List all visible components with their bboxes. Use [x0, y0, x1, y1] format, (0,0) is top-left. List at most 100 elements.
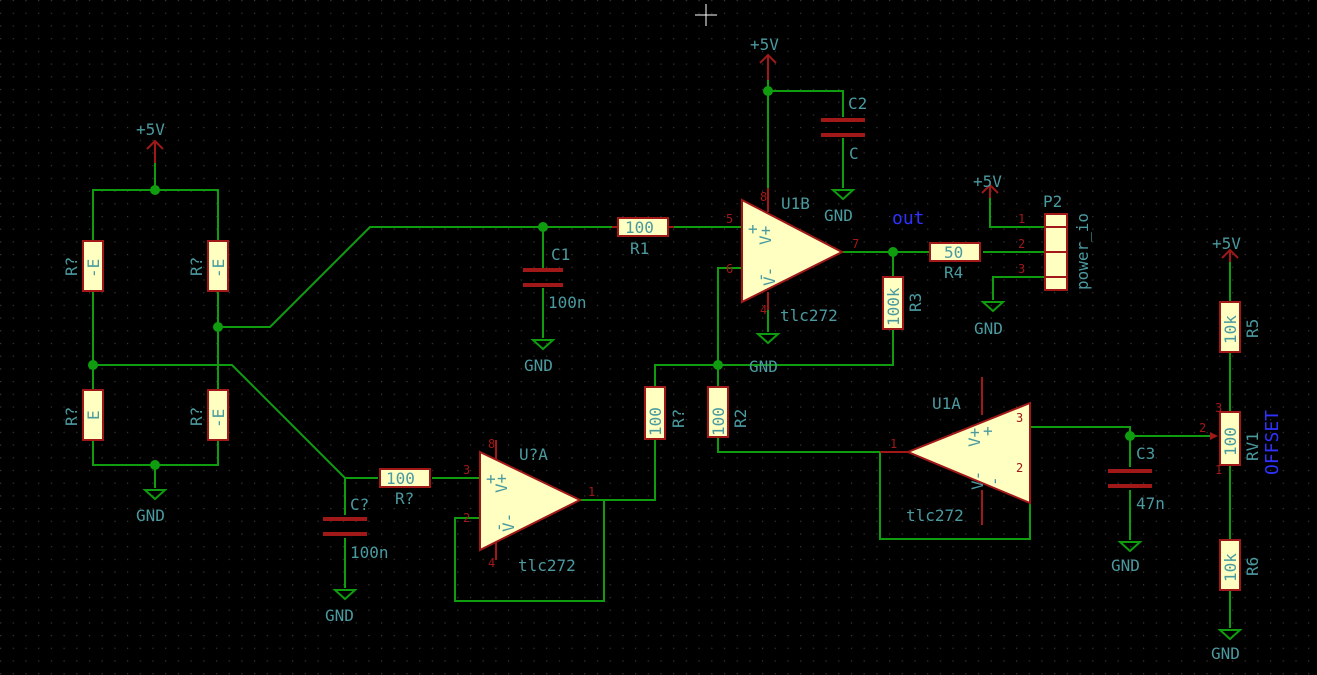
svg-text:+5V: +5V [973, 172, 1002, 191]
svg-text:C2: C2 [848, 94, 867, 113]
svg-text:GND: GND [325, 606, 354, 625]
svg-text:GND: GND [524, 356, 553, 375]
bridge-resistor-bottom-left[interactable]: E R? [62, 389, 104, 441]
resistor-rq-mid[interactable]: 100 R? [379, 468, 431, 508]
gnd-symbol-u1b: GND [749, 333, 781, 376]
svg-text:C1: C1 [551, 245, 570, 264]
bridge-resistor-bottom-right[interactable]: -E R? [187, 389, 229, 441]
bridge-resistor-top-left[interactable]: -E R? [62, 240, 104, 292]
svg-text:RV1: RV1 [1243, 432, 1262, 461]
opamp-u1b[interactable]: 5 6 7 8 4 + - V+ V- U1B tlc272 [726, 188, 859, 325]
gnd-symbol-bridge: GND [136, 489, 168, 525]
svg-text:R1: R1 [630, 239, 649, 258]
svg-text:+5V: +5V [750, 35, 779, 54]
svg-text:3: 3 [463, 463, 470, 477]
capacitor-c3[interactable]: C3 47n [1108, 444, 1165, 513]
svg-text:10k: 10k [1221, 315, 1240, 344]
svg-text:3: 3 [1016, 411, 1023, 425]
svg-text:P2: P2 [1043, 192, 1062, 211]
connector-p2[interactable]: 1 2 3 P2 power_io [1018, 192, 1092, 291]
resistor-r4[interactable]: 50 R4 [929, 242, 981, 282]
svg-text:R3: R3 [906, 293, 925, 312]
svg-text:GND: GND [136, 506, 165, 525]
svg-text:3: 3 [1215, 401, 1222, 415]
vcc-symbol-connector: +5V [973, 172, 1002, 198]
svg-text:power_io: power_io [1073, 213, 1092, 290]
svg-text:V+: V+ [492, 474, 511, 493]
svg-text:50: 50 [944, 243, 963, 262]
svg-text:8: 8 [488, 437, 495, 451]
svg-text:-E: -E [209, 409, 228, 428]
svg-text:3: 3 [1018, 262, 1025, 276]
capacitor-c1[interactable]: C1 100n [523, 245, 587, 312]
svg-text:R?: R? [669, 409, 688, 428]
svg-text:U?A: U?A [519, 445, 548, 464]
svg-text:GND: GND [1111, 556, 1140, 575]
svg-text:U1A: U1A [932, 394, 961, 413]
svg-text:1: 1 [588, 485, 595, 499]
svg-text:R?: R? [187, 257, 206, 276]
opamp-uqa[interactable]: 3 2 1 8 4 + - V+ V- U?A tlc272 [463, 437, 595, 575]
svg-text:2: 2 [1018, 237, 1025, 251]
resistor-r6[interactable]: 10k R6 [1219, 539, 1262, 591]
svg-text:GND: GND [824, 206, 853, 225]
svg-text:OFFSET: OFFSET [1262, 410, 1283, 475]
junction-dots [88, 86, 1135, 470]
svg-text:GND: GND [1211, 644, 1240, 663]
net-label-out: out [892, 208, 925, 229]
svg-text:1: 1 [1018, 212, 1025, 226]
svg-text:100k: 100k [884, 287, 903, 326]
svg-text:2: 2 [1199, 421, 1206, 435]
resistor-r1[interactable]: 100 R1 [612, 217, 674, 258]
svg-text:GND: GND [749, 357, 778, 376]
resistor-r2[interactable]: 100 R2 [707, 386, 750, 438]
gnd-symbol-connector: GND [974, 301, 1006, 338]
svg-text:-: - [985, 476, 1004, 486]
svg-text:C?: C? [350, 495, 369, 514]
svg-text:1: 1 [890, 437, 897, 451]
svg-text:R2: R2 [731, 409, 750, 428]
svg-text:-E: -E [84, 259, 103, 278]
svg-text:100: 100 [709, 407, 728, 436]
svg-text:8: 8 [760, 190, 767, 204]
resistor-rq-vert[interactable]: 100 R? [644, 386, 688, 440]
svg-text:V-: V- [968, 471, 987, 490]
svg-text:7: 7 [852, 237, 859, 251]
svg-text:6: 6 [726, 262, 733, 276]
gnd-symbol-cq: GND [325, 589, 358, 625]
svg-text:-: - [489, 522, 508, 532]
potentiometer-rv1[interactable]: 100 RV1 OFFSET 3 2 1 [1199, 401, 1283, 477]
svg-text:R?: R? [187, 407, 206, 426]
capacitor-c2[interactable]: C2 C [821, 94, 867, 163]
resistor-r3[interactable]: 100k R3 [882, 276, 925, 330]
svg-text:+: + [481, 474, 500, 484]
svg-text:V+: V+ [756, 226, 775, 245]
svg-text:E: E [84, 410, 103, 420]
svg-text:100: 100 [625, 218, 654, 237]
svg-text:+5V: +5V [136, 120, 165, 139]
svg-text:4: 4 [760, 303, 767, 317]
svg-text:tlc272: tlc272 [780, 306, 838, 325]
svg-text:tlc272: tlc272 [906, 506, 964, 525]
vcc-symbol-bridge: +5V [136, 120, 165, 163]
opamp-u1a[interactable]: 3 2 1 + - V+ V- U1A tlc272 [880, 377, 1031, 525]
svg-text:-: - [751, 272, 770, 282]
svg-text:2: 2 [1016, 461, 1023, 475]
svg-text:R5: R5 [1243, 319, 1262, 338]
svg-text:R?: R? [62, 257, 81, 276]
resistor-r5[interactable]: 10k R5 [1219, 301, 1262, 353]
bridge-resistor-top-right[interactable]: -E R? [187, 240, 229, 292]
svg-text:R?: R? [395, 489, 414, 508]
svg-text:1: 1 [1215, 463, 1222, 477]
svg-text:U1B: U1B [781, 194, 810, 213]
svg-text:+: + [743, 224, 762, 234]
svg-text:+: + [978, 426, 997, 436]
svg-text:100n: 100n [350, 543, 389, 562]
svg-text:V-: V- [760, 267, 779, 286]
svg-text:5: 5 [726, 212, 733, 226]
svg-text:100: 100 [1221, 427, 1240, 456]
capacitor-cq[interactable]: C? 100n [323, 495, 389, 562]
crosshair-cursor-icon [695, 4, 717, 26]
svg-text:100: 100 [646, 407, 665, 436]
